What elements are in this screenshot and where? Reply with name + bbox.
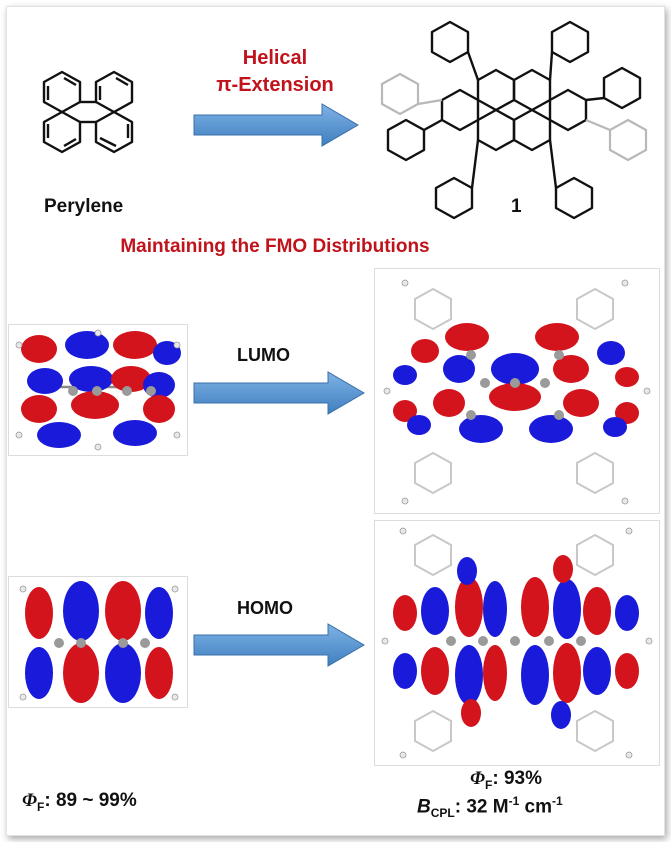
compound-1-phi-symbol: Φ <box>470 768 485 789</box>
perylene-lumo-panel <box>8 324 188 456</box>
reaction-label-line2: π-Extension <box>216 74 334 96</box>
compound-1-lumo-orbital <box>383 279 651 505</box>
perylene-quantum-yield: ΦF: 89 ~ 99% <box>22 790 137 814</box>
homo-label: HOMO <box>237 598 293 618</box>
perylene-homo-panel <box>8 576 188 708</box>
bcpl-value-a: : 32 M <box>454 796 509 818</box>
compound-1-bcpl: BCPL: 32 M-1 cm-1 <box>417 794 563 820</box>
perylene-homo-orbital <box>19 581 179 703</box>
compound-1-structure <box>380 20 648 220</box>
perylene-phi-subscript: F <box>37 799 45 814</box>
compound-1-quantum-yield: ΦF: 93% <box>470 768 542 792</box>
perylene-structure <box>42 70 134 154</box>
bcpl-subscript: CPL <box>430 806 455 821</box>
bcpl-sup-1: -1 <box>508 794 520 808</box>
bcpl-sup-2: -1 <box>552 794 563 808</box>
compound-1-homo-orbital <box>381 527 653 759</box>
perylene-label: Perylene <box>44 196 124 217</box>
perylene-lumo-orbital <box>15 329 181 451</box>
fmo-heading: Maintaining the FMO Distributions <box>120 236 430 257</box>
lumo-label: LUMO <box>237 345 290 365</box>
compound-1-lumo-panel <box>374 268 660 514</box>
compound-1-phi-subscript: F <box>485 777 493 792</box>
perylene-phi-value: : 89 ~ 99% <box>44 790 137 811</box>
compound-1-label: 1 <box>511 196 522 217</box>
helical-extension-arrow <box>193 103 359 147</box>
reaction-label-line1: Helical <box>242 47 308 69</box>
bcpl-symbol: B <box>417 796 431 818</box>
compound-1-homo-panel <box>374 520 660 766</box>
perylene-phi-symbol: Φ <box>22 790 37 811</box>
compound-1-phi-value: : 93% <box>492 768 542 789</box>
bcpl-value-b: cm <box>519 796 553 818</box>
lumo-arrow <box>193 371 365 415</box>
homo-arrow <box>193 623 365 667</box>
